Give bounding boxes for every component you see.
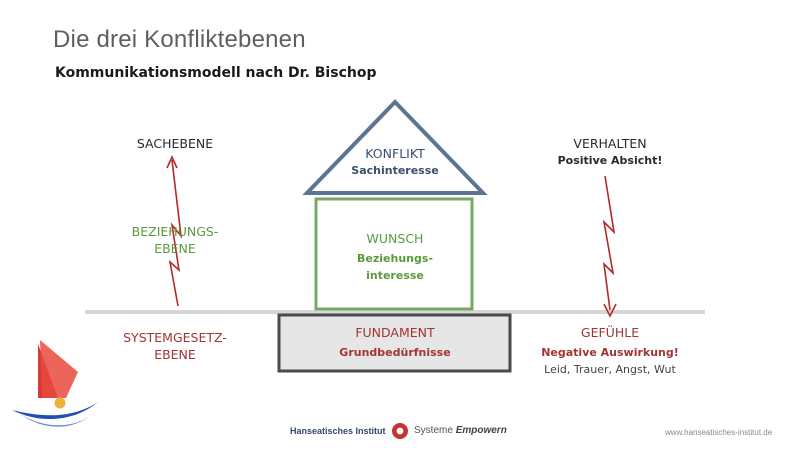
label-beziehungsebene: BEZIEHUNGS- EBENE bbox=[110, 223, 240, 257]
right-lightning-line bbox=[602, 175, 616, 311]
roof-label: KONFLIKT Sachinteresse bbox=[335, 145, 455, 179]
slide-title: Die drei Konfliktebenen bbox=[53, 26, 306, 53]
wall-subtitle-line1: Beziehungs- bbox=[357, 252, 433, 265]
footer-brand-em: Empowern bbox=[455, 425, 507, 436]
label-gefuehle-subtitle: Negative Auswirkung! bbox=[541, 346, 679, 359]
label-systemgesetzebene: SYSTEMGESETZ- EBENE bbox=[105, 329, 245, 363]
label-beziehungsebene-line2: EBENE bbox=[154, 241, 196, 256]
house-wall bbox=[314, 197, 474, 311]
footer-brand-plain: Systeme bbox=[414, 425, 453, 436]
footer-brand: Systeme Empowern bbox=[414, 425, 507, 436]
label-gefuehle-detail: Leid, Trauer, Angst, Wut bbox=[544, 363, 676, 376]
foundation-subtitle: Grundbedürfnisse bbox=[339, 346, 451, 359]
label-gefuehle: GEFÜHLE Negative Auswirkung! Leid, Traue… bbox=[530, 324, 690, 378]
label-gefuehle-title: GEFÜHLE bbox=[580, 325, 640, 340]
footer-institute: Hanseatisches Institut bbox=[290, 426, 386, 436]
wall-subtitle-line2: interesse bbox=[366, 269, 424, 282]
label-verhalten-title: VERHALTEN bbox=[573, 136, 647, 151]
label-systemgesetzebene-line2: EBENE bbox=[154, 347, 196, 362]
foundation-title: FUNDAMENT bbox=[355, 325, 435, 340]
house-foundation bbox=[277, 313, 512, 373]
left-arrow-head bbox=[166, 155, 178, 169]
roof-subtitle: Sachinteresse bbox=[351, 164, 439, 177]
wall-title: WUNSCH bbox=[366, 231, 424, 246]
house-roof bbox=[302, 99, 488, 195]
roof-title: KONFLIKT bbox=[365, 146, 425, 161]
sailboat-logo bbox=[12, 340, 98, 427]
label-systemgesetzebene-line1: SYSTEMGESETZ- bbox=[123, 330, 227, 345]
wall-label: WUNSCH Beziehungs- interesse bbox=[335, 230, 455, 284]
right-arrow-head bbox=[603, 303, 617, 318]
label-sachebene: SACHEBENE bbox=[136, 136, 214, 151]
slide-subtitle: Kommunikationsmodell nach Dr. Bischop bbox=[55, 65, 377, 81]
label-verhalten: VERHALTEN Positive Absicht! bbox=[540, 135, 680, 169]
label-beziehungsebene-line1: BEZIEHUNGS- bbox=[131, 224, 219, 239]
foundation-label: FUNDAMENT Grundbedürfnisse bbox=[320, 324, 470, 361]
institute-logo-icon bbox=[392, 423, 408, 439]
label-verhalten-subtitle: Positive Absicht! bbox=[557, 154, 663, 167]
footer-url: www.hanseatisches-institut.de bbox=[665, 428, 773, 437]
left-lightning-line bbox=[168, 159, 183, 307]
